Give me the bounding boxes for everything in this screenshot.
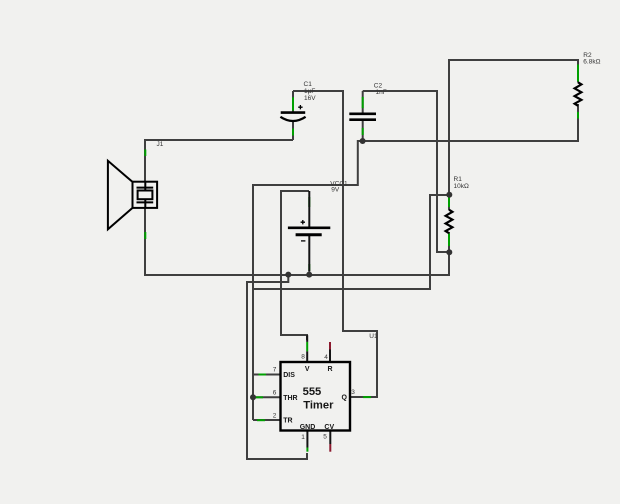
- svg-text:3: 3: [351, 389, 355, 396]
- svg-text:R2: R2: [583, 52, 592, 59]
- svg-text:DIS: DIS: [283, 372, 295, 379]
- svg-text:1nF: 1nF: [376, 89, 387, 96]
- svg-text:16V: 16V: [304, 95, 316, 102]
- svg-text:U1: U1: [369, 333, 378, 340]
- svg-text:5: 5: [323, 433, 327, 440]
- svg-text:C2: C2: [374, 82, 383, 89]
- svg-text:1: 1: [301, 434, 305, 441]
- svg-text:1µF: 1µF: [304, 88, 315, 95]
- svg-text:555: 555: [303, 386, 322, 398]
- svg-text:R1: R1: [454, 176, 463, 183]
- svg-text:C1: C1: [304, 81, 313, 88]
- svg-text:8: 8: [301, 354, 305, 361]
- svg-text:6.8kΩ: 6.8kΩ: [583, 59, 600, 66]
- svg-text:7: 7: [273, 366, 277, 373]
- svg-text:GND: GND: [300, 424, 316, 431]
- svg-text:CV: CV: [324, 424, 334, 431]
- svg-text:6: 6: [273, 390, 277, 397]
- svg-text:V: V: [305, 366, 310, 373]
- svg-text:Q: Q: [342, 394, 348, 401]
- svg-text:TR: TR: [283, 417, 292, 424]
- svg-text:J1: J1: [157, 141, 164, 148]
- svg-text:9V: 9V: [331, 187, 340, 194]
- svg-text:4: 4: [324, 354, 328, 361]
- svg-text:THR: THR: [283, 395, 297, 402]
- svg-text:Timer: Timer: [303, 400, 334, 412]
- svg-text:2: 2: [273, 413, 277, 420]
- svg-text:VCC1: VCC1: [330, 180, 348, 187]
- svg-text:10kΩ: 10kΩ: [454, 183, 469, 190]
- svg-text:R: R: [327, 366, 332, 373]
